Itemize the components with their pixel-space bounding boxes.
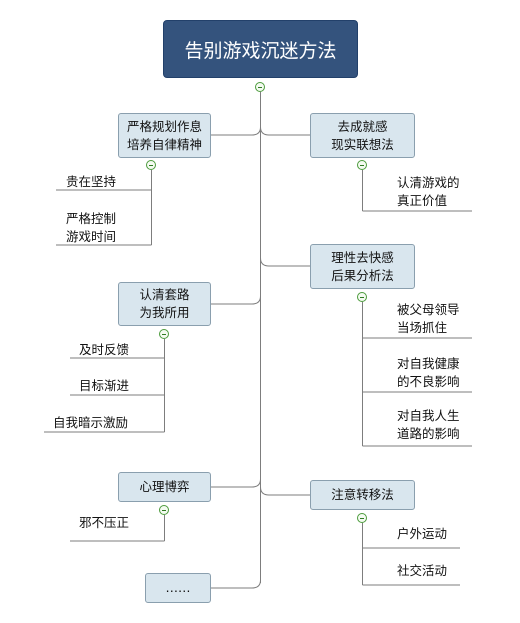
branch-line: 为我所用 bbox=[139, 305, 190, 320]
leaf-social-activities[interactable]: 社交活动 bbox=[397, 563, 448, 578]
branch-schedule-discipline[interactable]: 严格规划作息 培养自律精神 bbox=[118, 113, 211, 158]
branch-line: 后果分析法 bbox=[331, 267, 394, 283]
branch-achievement-reality[interactable]: 去成就感 现实联想法 bbox=[310, 113, 415, 158]
branch-connector-left bbox=[211, 126, 261, 136]
branch-line: 现实联想法 bbox=[331, 136, 394, 152]
branch-line: 理性去快感 bbox=[331, 249, 394, 265]
leaf-health-effects[interactable]: 对自我健康 的不良影响 bbox=[397, 356, 460, 389]
branch-psychological-game[interactable]: 心理博弈 bbox=[118, 472, 211, 502]
branch-line: 心理博弈 bbox=[139, 479, 190, 494]
branch-connector-left bbox=[211, 478, 261, 488]
leaf-good-prevails[interactable]: 邪不压正 bbox=[79, 515, 130, 530]
branch-line: 去成就感 bbox=[337, 118, 388, 134]
branch-more[interactable]: …… bbox=[145, 573, 211, 603]
root-topic[interactable]: 告别游戏沉迷方法 bbox=[163, 20, 358, 78]
leaf-life-path-effects[interactable]: 对自我人生 道路的影响 bbox=[397, 408, 460, 441]
leaf-timely-feedback[interactable]: 及时反馈 bbox=[79, 342, 130, 357]
branch-consequence-analysis[interactable]: 理性去快感 后果分析法 bbox=[310, 244, 415, 289]
leaf-gradual-goals[interactable]: 目标渐进 bbox=[79, 378, 130, 393]
leaf-persistence[interactable]: 贵在坚持 bbox=[66, 174, 117, 189]
branch-recognize-tricks[interactable]: 认清套路 为我所用 bbox=[118, 282, 211, 326]
branch-line: 严格规划作息 bbox=[126, 118, 202, 134]
collapse-toggle-icon[interactable] bbox=[159, 505, 169, 515]
root-title: 告别游戏沉迷方法 bbox=[184, 39, 337, 62]
leaf-caught-by-parents[interactable]: 被父母领导 当场抓住 bbox=[397, 302, 460, 335]
branch-line: 注意转移法 bbox=[331, 487, 394, 502]
branch-line: …… bbox=[165, 580, 191, 595]
branch-line: 认清套路 bbox=[139, 287, 190, 302]
branch-connector-left bbox=[211, 295, 261, 305]
collapse-toggle-icon[interactable] bbox=[357, 513, 367, 523]
branch-line: 培养自律精神 bbox=[126, 136, 202, 152]
leaf-true-value[interactable]: 认清游戏的 真正价值 bbox=[397, 175, 460, 208]
leaf-limit-game-time[interactable]: 严格控制 游戏时间 bbox=[66, 211, 117, 244]
collapse-toggle-icon[interactable] bbox=[255, 82, 265, 92]
leaf-self-suggestion[interactable]: 自我暗示激励 bbox=[53, 415, 129, 430]
collapse-toggle-icon[interactable] bbox=[357, 292, 367, 302]
collapse-toggle-icon[interactable] bbox=[357, 160, 367, 170]
branch-connector-right bbox=[260, 486, 310, 496]
branch-connector-right bbox=[260, 126, 310, 136]
branch-attention-shift[interactable]: 注意转移法 bbox=[310, 480, 415, 510]
branch-connector-right bbox=[260, 257, 310, 267]
branch-connector-left bbox=[211, 579, 261, 589]
collapse-toggle-icon[interactable] bbox=[146, 160, 156, 170]
collapse-toggle-icon[interactable] bbox=[159, 329, 169, 339]
leaf-outdoor-sports[interactable]: 户外运动 bbox=[397, 526, 448, 541]
